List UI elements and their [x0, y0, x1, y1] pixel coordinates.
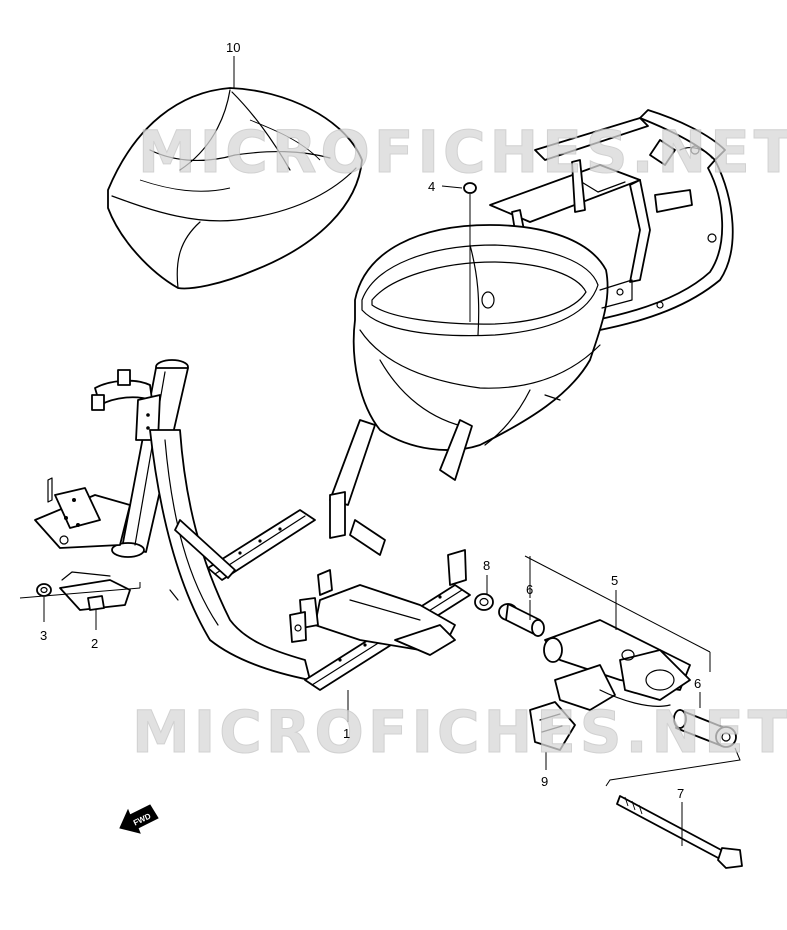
- head-tube: [91, 359, 189, 558]
- part-3-nut[interactable]: [36, 583, 52, 597]
- callout-3: 3: [40, 628, 47, 643]
- callout-10: 10: [226, 40, 240, 55]
- part-2-bracket[interactable]: [59, 571, 131, 611]
- callout-5: 5: [611, 573, 618, 588]
- part-1-main-frame[interactable]: [149, 419, 473, 691]
- rear-subframe: [489, 109, 734, 331]
- helmet-box: [352, 224, 633, 451]
- part-7-long-bolt[interactable]: [616, 795, 743, 869]
- part-4-cap[interactable]: [463, 182, 477, 194]
- callout-6-upper: 6: [526, 582, 533, 597]
- fwd-arrow: FWD: [119, 804, 159, 834]
- watermark-bottom: MICROFICHES.NET: [132, 698, 787, 766]
- callout-1: 1: [343, 726, 350, 741]
- part-8-nut[interactable]: [474, 593, 494, 611]
- watermark-top: MICROFICHES.NET: [138, 118, 787, 186]
- callout-7: 7: [677, 786, 684, 801]
- leader-lines: [43, 56, 701, 846]
- part-5-engine-mount[interactable]: [543, 619, 691, 711]
- left-bracket: [34, 477, 131, 549]
- part-6-upper-bushing[interactable]: [498, 603, 545, 637]
- group-reference-lines: [19, 555, 741, 787]
- callout-4: 4: [428, 179, 435, 194]
- part-9-rubber-pad[interactable]: [529, 701, 576, 751]
- callout-2: 2: [91, 636, 98, 651]
- callout-6-lower: 6: [694, 676, 701, 691]
- callout-8: 8: [483, 558, 490, 573]
- part-6-lower-bushing[interactable]: [673, 709, 737, 748]
- callout-9: 9: [541, 774, 548, 789]
- part-10-storage-cover[interactable]: [107, 87, 363, 290]
